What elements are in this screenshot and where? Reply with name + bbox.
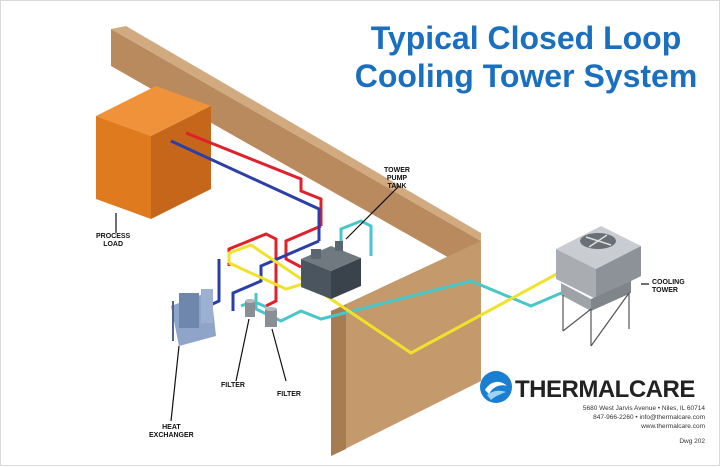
brand-address: 5680 West Jarvis Avenue • Niles, IL 6071… [582,405,705,412]
process-load-box [96,86,211,219]
drawing-number: Dwg 202 [679,438,705,445]
label-process-load: PROCESS LOAD [96,233,131,248]
yellow-pipe [227,243,567,355]
title-line-2: Cooling Tower System [354,58,698,94]
label-filter-1: FILTER [221,382,245,389]
label-cooling-tower: COOLING TOWER [652,279,685,294]
brand-contact: 847-966-2260 • info@thermalcare.com [593,414,705,421]
leader-lines [115,185,649,422]
cooling-tower [556,226,641,347]
brand-website: www.thermalcare.com [641,423,705,430]
tower-pump-tank [301,241,361,299]
diagram-title: Typical Closed Loop Cooling Tower System [341,19,711,95]
brand-name: THERMALCARE [515,376,695,403]
label-filter-2: FILTER [277,391,301,398]
filter-units [245,299,277,327]
thermalcare-logo-icon [480,371,512,403]
heat-exchanger-unit [171,289,216,346]
title-line-1: Typical Closed Loop [370,20,682,56]
label-heat-exchanger: HEAT EXCHANGER [149,424,194,439]
label-tower-pump-tank: TOWER PUMP TANK [384,167,410,190]
